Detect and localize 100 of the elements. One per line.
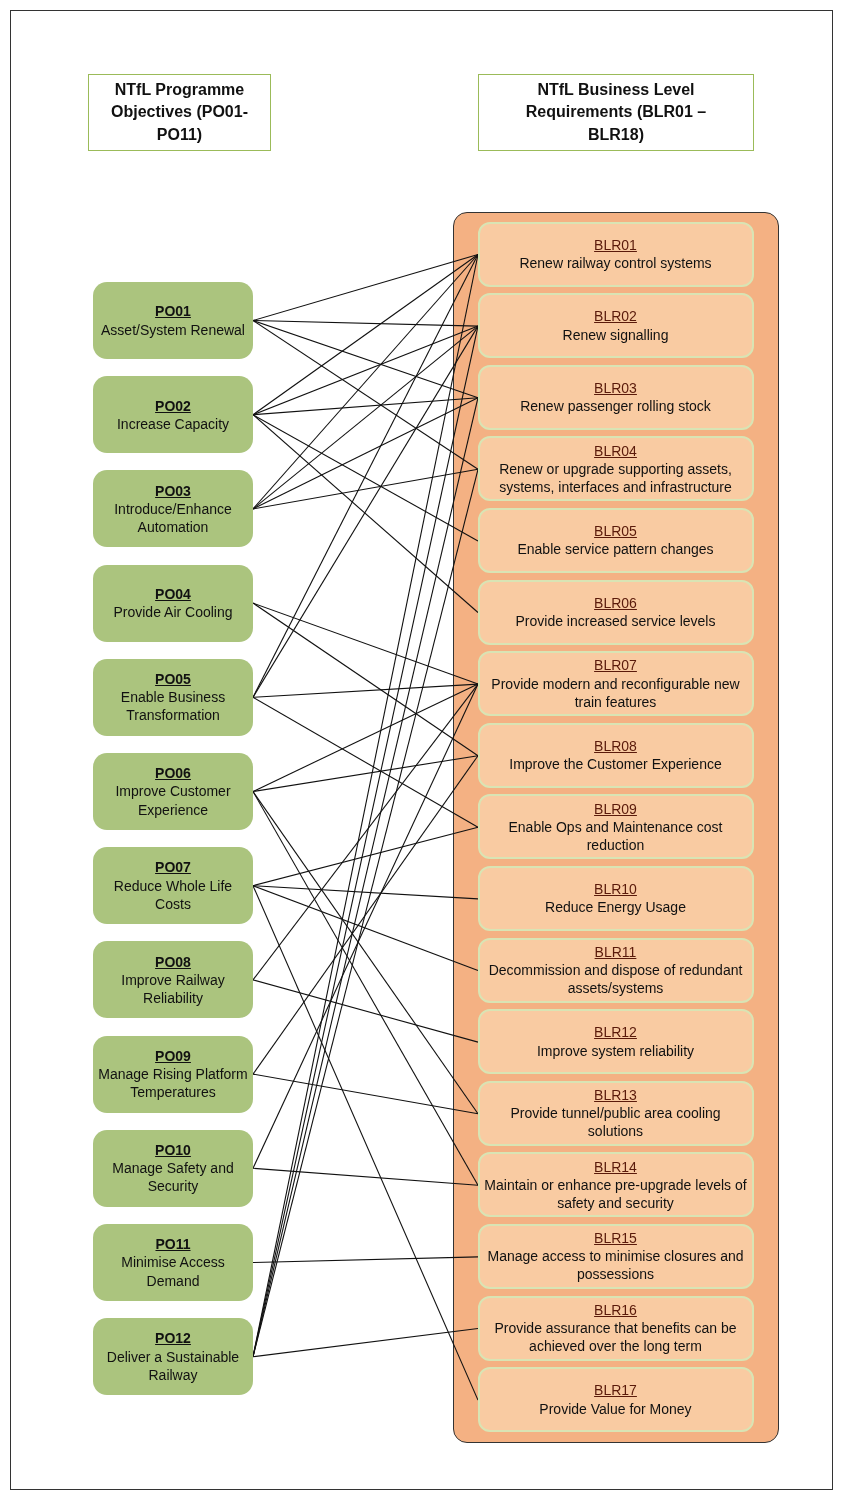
requirement-box	[477, 1367, 754, 1433]
connector-line	[252, 683, 479, 698]
objective-box	[93, 564, 253, 642]
connector-line	[252, 325, 479, 416]
id-label: BLR11	[594, 942, 637, 961]
connector-line	[252, 602, 479, 757]
requirement-box	[477, 507, 754, 573]
heading-box	[88, 74, 271, 151]
description-text: Asset/System Renewal	[101, 320, 245, 339]
id-label: BLR04	[594, 441, 637, 460]
description-text: Improve Customer Experience	[114, 782, 232, 819]
connector-line	[252, 885, 479, 972]
id-label: BLR09	[594, 799, 637, 818]
requirement-box	[477, 1152, 754, 1218]
id-label: BLR14	[594, 1157, 637, 1176]
requirement-box	[477, 651, 754, 717]
connector-line	[252, 683, 479, 793]
description-text: Improve system reliability	[536, 1041, 695, 1060]
id-label: PO01	[155, 302, 191, 321]
description-text: Enable service pattern changes	[517, 540, 714, 559]
connector-line	[252, 414, 479, 614]
objective-box	[93, 941, 253, 1019]
objective-box	[93, 470, 253, 548]
heading-text: NTfL Programme Objectives (PO01-PO11)	[110, 79, 249, 145]
connector-line	[252, 397, 479, 510]
requirement-box	[477, 1295, 754, 1361]
id-label: PO07	[155, 858, 191, 877]
connector-line	[252, 319, 479, 399]
requirement-box	[477, 221, 754, 287]
description-text: Maintain or enhance pre-upgrade levels of safety and security	[483, 1175, 748, 1213]
description-text: Manage Rising Platform Temperatures	[97, 1065, 249, 1102]
heading-box	[478, 74, 754, 151]
id-label: BLR01	[594, 235, 637, 254]
id-label: PO06	[155, 764, 191, 783]
id-label: BLR10	[594, 880, 637, 899]
connector-line	[252, 253, 479, 510]
id-label: BLR13	[594, 1085, 637, 1105]
connector-line	[252, 1073, 479, 1115]
id-label: PO05	[155, 670, 191, 689]
connector-line	[252, 755, 479, 793]
description-text: Improve Railway Reliability	[120, 970, 226, 1008]
description-text: Provide modern and reconfigurable new train features	[490, 674, 741, 711]
connector-line	[252, 826, 479, 887]
description-text: Renew signalling	[562, 325, 669, 344]
requirement-box	[477, 722, 754, 788]
id-label: BLR08	[594, 737, 637, 756]
requirement-box	[477, 293, 754, 359]
requirement-box	[477, 579, 754, 645]
description-text: Decommission and dispose of redundant assets/systems	[487, 960, 744, 998]
description-text: Improve the Customer Experience	[509, 755, 722, 774]
id-label: BLR12	[594, 1023, 637, 1042]
id-label: BLR16	[594, 1300, 637, 1319]
id-label: PO09	[155, 1046, 191, 1065]
connector-line	[252, 397, 479, 416]
objective-box	[93, 1224, 253, 1301]
description-text: Provide increased service levels	[515, 612, 716, 631]
objective-box	[93, 753, 253, 830]
objective-box	[93, 1035, 253, 1113]
connector-line	[252, 683, 479, 1169]
requirement-box	[477, 865, 754, 931]
description-text: Provide Air Cooling	[113, 603, 233, 622]
id-label: PO11	[155, 1235, 191, 1254]
requirements-panel	[453, 212, 779, 1443]
objective-box	[93, 1318, 253, 1396]
id-label: PO10	[155, 1141, 191, 1160]
id-label: BLR06	[594, 593, 637, 612]
objective-box	[93, 282, 253, 359]
objective-box	[93, 658, 253, 736]
description-text: Manage access to minimise closures and possessions	[486, 1247, 745, 1284]
requirement-box	[477, 364, 754, 430]
connector-line	[252, 1327, 479, 1358]
description-text: Manage Safety and Security	[111, 1159, 235, 1196]
objective-box	[93, 1129, 253, 1207]
id-label: BLR17	[594, 1381, 637, 1400]
description-text: Provide tunnel/public area cooling solutions	[509, 1104, 722, 1141]
id-label: PO08	[155, 952, 191, 971]
id-label: BLR07	[594, 656, 637, 675]
requirement-box	[477, 937, 754, 1003]
connector-line	[252, 468, 479, 510]
id-label: PO04	[155, 584, 191, 604]
objective-box	[93, 847, 253, 925]
id-label: PO03	[155, 481, 191, 500]
description-text: Deliver a Sustainable Railway	[105, 1347, 241, 1384]
description-text: Introduce/Enhance Automation	[113, 499, 233, 537]
objective-box	[93, 376, 253, 454]
connector-line	[252, 253, 479, 322]
connector-line	[252, 790, 479, 1186]
requirement-box	[477, 794, 754, 860]
requirement-box	[477, 436, 754, 502]
description-text: Enable Business Transformation	[119, 688, 227, 725]
description-text: Reduce Energy Usage	[545, 898, 686, 917]
connector-line	[252, 325, 479, 510]
connector-line	[252, 755, 479, 1075]
id-label: PO12	[155, 1329, 191, 1348]
connector-line	[252, 683, 479, 981]
requirement-box	[477, 1009, 754, 1075]
id-label: PO02	[155, 396, 191, 415]
connector-line	[252, 1167, 479, 1186]
description-text: Renew passenger rolling stock	[520, 397, 711, 416]
connector-line	[252, 979, 479, 1043]
